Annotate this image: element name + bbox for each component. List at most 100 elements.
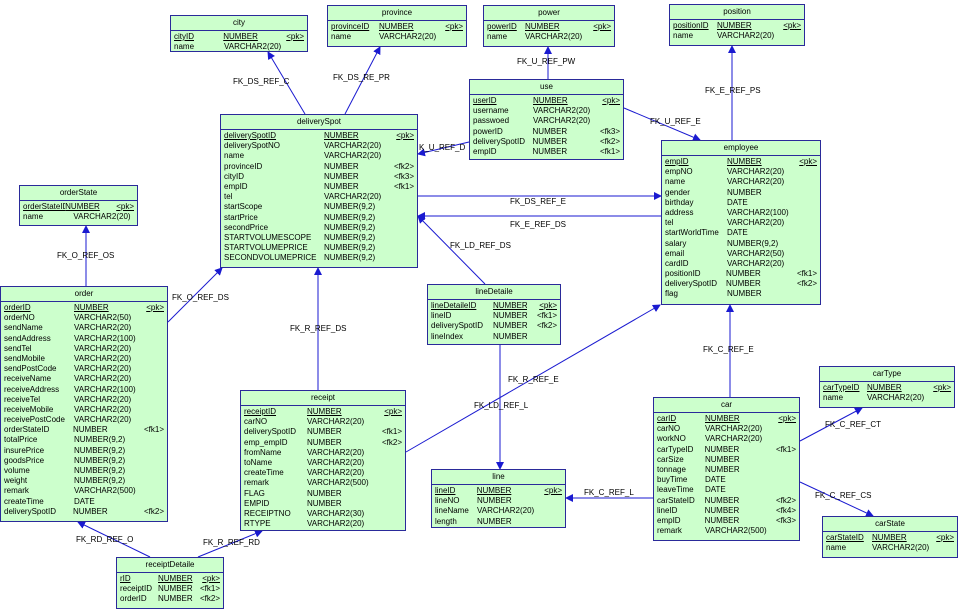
- column-name: EMPID: [244, 498, 270, 508]
- relationship-label: FK_DS_REF_C: [233, 77, 290, 86]
- column-key: [400, 509, 402, 519]
- column-type: VARCHAR2(20): [533, 116, 591, 126]
- column-type: NUMBER: [158, 584, 193, 594]
- column-type: NUMBER: [65, 202, 100, 211]
- relationship-label: FK_DS_REF_E: [510, 197, 566, 206]
- relationship-line-fk-c-ref-cs[interactable]: [799, 481, 874, 517]
- column-key: <pk>: [539, 301, 557, 310]
- relationship-line-fk-u-ref-e[interactable]: [623, 107, 701, 141]
- column-type: NUMBER: [704, 444, 740, 454]
- relationship-line-fk-ds-re-pr[interactable]: [344, 46, 381, 115]
- column-key: [162, 415, 164, 425]
- column-name: deliverySpotNO: [224, 141, 281, 151]
- relationship-label: FK_C_REF_CS: [815, 491, 871, 500]
- relationship-line-fk-c-ref-ct[interactable]: [799, 407, 863, 442]
- relationship-line-fk-ds-ref-c[interactable]: [267, 51, 306, 115]
- relationship-line-fk-r-ref-rd[interactable]: [197, 529, 263, 558]
- column-name: empID: [665, 157, 689, 166]
- column-type: NUMBER: [532, 126, 568, 136]
- column-type: NUMBER: [704, 505, 740, 515]
- column-type: VARCHAR2(20): [74, 323, 132, 333]
- column-type: VARCHAR2(20): [727, 218, 785, 228]
- relationship-line-fk-r-ref-e[interactable]: [405, 304, 661, 453]
- column-key: <fk2>: [143, 506, 164, 516]
- column-key: <pk>: [445, 22, 463, 31]
- column-name: deliverySpotID: [224, 131, 277, 140]
- relationship-label: FK_LD_REF_L: [474, 401, 529, 410]
- column-type: NUMBER: [307, 437, 342, 447]
- column-type: NUMBER: [727, 187, 762, 197]
- column-type: VARCHAR2(100): [74, 333, 136, 343]
- relationship-label: FK_R_REF_RD: [203, 538, 260, 547]
- column-name: sendName: [4, 323, 43, 333]
- column-key: <pk>: [933, 383, 951, 392]
- column-name: toName: [244, 457, 273, 467]
- column-name: sendPostCode: [4, 364, 57, 374]
- column-type: NUMBER: [705, 464, 740, 474]
- column-name: orderNO: [4, 313, 35, 323]
- column-name: cityID: [174, 32, 194, 41]
- relationship-line-fk-ld-ref-ds[interactable]: [417, 215, 486, 285]
- relationship-line-fk-rd-ref-o[interactable]: [77, 521, 151, 558]
- relationship-line-fk-o-ref-ds[interactable]: [167, 267, 223, 323]
- column-name: lineID: [435, 486, 456, 495]
- column-name: startWorldTime: [665, 228, 719, 238]
- relationship-line-fk-u-ref-ds[interactable]: [417, 141, 470, 157]
- entity-city[interactable]: citycityIDNUMBER<pk>nameVARCHAR2(20)prov…: [170, 15, 308, 52]
- relationship-label: FK_O_REF_DS: [172, 293, 229, 302]
- column-key: [815, 228, 817, 238]
- column-name: emp_empID: [244, 437, 288, 447]
- column-name: FLAG: [244, 488, 265, 498]
- column-type: NUMBER: [379, 22, 414, 31]
- column-type: NUMBER: [704, 515, 740, 525]
- column-name: username: [473, 106, 509, 116]
- column-key: <fk2>: [536, 321, 557, 331]
- column-key: [555, 332, 557, 342]
- column-type: NUMBER(9,2): [324, 243, 376, 253]
- column-key: [815, 289, 817, 299]
- column-name: carSize: [657, 454, 684, 464]
- column-key: [815, 177, 817, 187]
- column-key: <pk>: [778, 414, 796, 423]
- column-type: VARCHAR2(20): [727, 177, 785, 187]
- column-key: [815, 198, 817, 208]
